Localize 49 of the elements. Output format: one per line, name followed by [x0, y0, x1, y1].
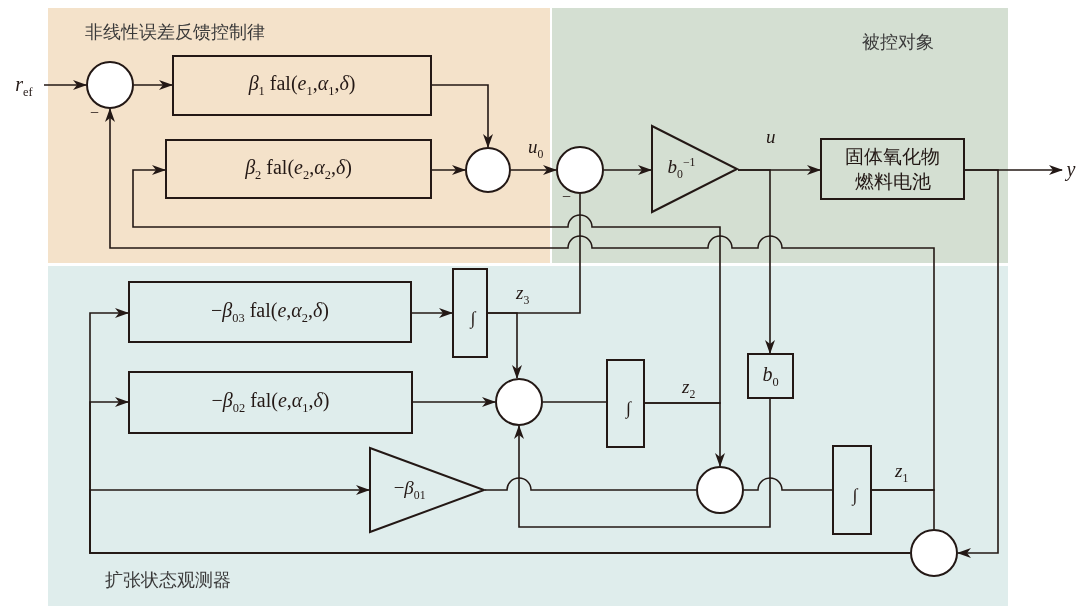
summing-junction [556, 146, 604, 194]
region-title: 被控对象 [862, 31, 934, 54]
region-panel [48, 266, 1008, 606]
signal-label: z$_{2}$ [682, 376, 696, 402]
signal-label: u [766, 126, 776, 148]
integrator-block: ∫ [452, 268, 488, 358]
function-block: −β$_{02}$ fal(e,α$_{1}$,δ) [128, 371, 413, 434]
signal-arrow [133, 80, 173, 90]
signal-label: z$_{1}$ [895, 460, 909, 486]
region-panel [48, 8, 550, 263]
function-block: β$_{1}$ fal(e$_{1}$,α$_{1}$,δ) [172, 55, 432, 116]
signal-arrow [132, 165, 721, 404]
signal-arrow [737, 169, 775, 354]
signal-arrow [411, 308, 453, 318]
signal-arrow [514, 398, 771, 528]
integrator-block: ∫ [832, 445, 872, 535]
signal-line [542, 401, 607, 403]
signal-label: u$_{0}$ [528, 136, 544, 162]
function-block: b$_{0}$ [747, 353, 794, 399]
signal-arrow [43, 80, 87, 90]
signal-arrow [412, 397, 496, 407]
function-block: −β$_{03}$ fal(e,α$_{2}$,δ) [128, 281, 412, 343]
signal-line [743, 477, 833, 491]
integrator-block: ∫ [606, 359, 645, 448]
signal-label: y [1063, 156, 1079, 182]
summing-junction [495, 378, 543, 426]
signal-arrow [89, 485, 911, 554]
signal-arrow [431, 165, 466, 175]
summing-junction [86, 61, 134, 109]
signal-arrow [105, 108, 935, 491]
function-block: β$_{2}$ fal(e$_{2}$,α$_{2}$,δ) [165, 139, 432, 199]
region-panel [552, 8, 1008, 263]
sign-label: − [90, 104, 100, 122]
signal-line [484, 477, 697, 491]
function-block: 固体氧化物燃料电池 [820, 138, 965, 200]
gain-triangle: −β$_{01}$ [369, 447, 485, 533]
signal-line [487, 193, 581, 314]
signal-arrow [510, 165, 557, 175]
summing-junction [910, 529, 958, 577]
region-title: 扩张状态观测器 [105, 569, 231, 592]
signal-arrow [957, 169, 999, 558]
signal-arrow [431, 84, 493, 148]
signal-label: z$_{3}$ [516, 282, 530, 308]
summing-junction [696, 466, 744, 514]
summing-junction [465, 147, 511, 193]
region-title: 非线性误差反馈控制律 [85, 21, 265, 44]
signal-label: r$_{ef}$ [4, 70, 44, 102]
sign-label: − [562, 188, 572, 206]
signal-arrow [603, 165, 652, 175]
